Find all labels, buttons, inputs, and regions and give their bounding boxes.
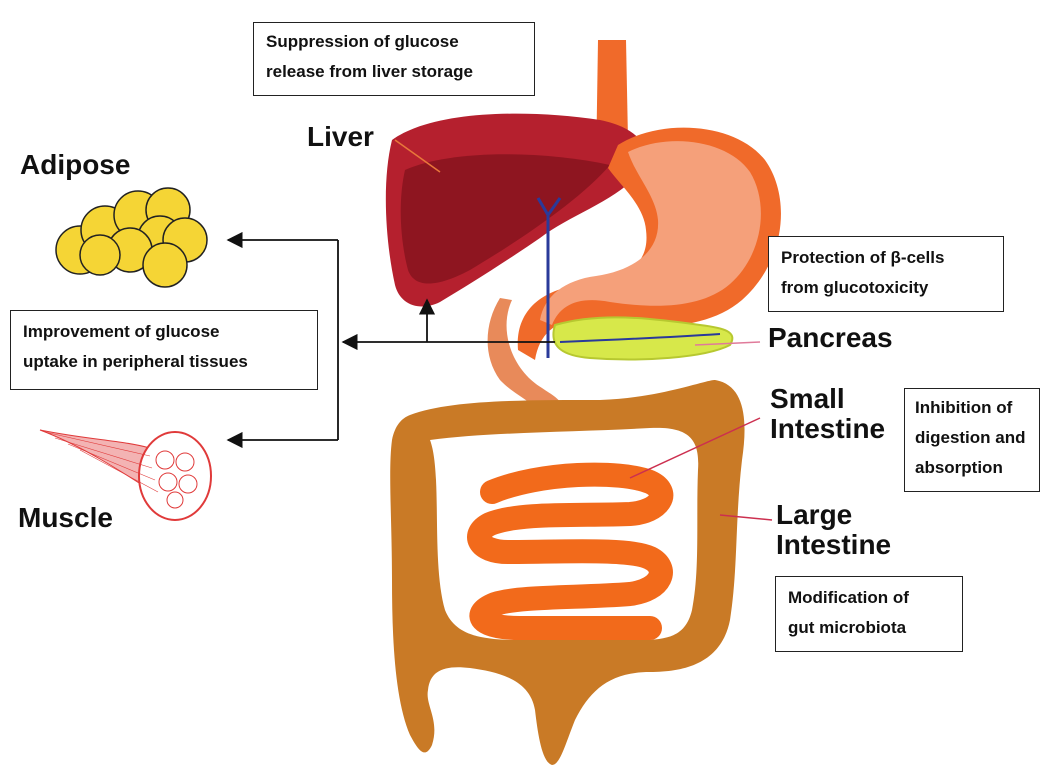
intestine-effect-line-1: Inhibition of: [915, 393, 1029, 423]
peripheral-effect-line-1: Improvement of glucose: [23, 317, 305, 347]
small-intestine-label-line-2: Intestine: [770, 414, 885, 444]
adipose-label: Adipose: [20, 150, 130, 180]
microbiota-effect-line-1: Modification of: [788, 583, 950, 613]
adipose-illustration: [56, 188, 207, 287]
pancreas-effect-box: Protection of β-cells from glucotoxicity: [768, 236, 1004, 312]
liver-effect-line-1: Suppression of glucose: [266, 27, 522, 57]
intestine-effect-box: Inhibition of digestion and absorption: [904, 388, 1040, 492]
large-intestine-illustration: [390, 380, 744, 765]
pancreas-effect-line-2: from glucotoxicity: [781, 273, 991, 303]
intestine-effect-line-2: digestion and: [915, 423, 1029, 453]
pancreas-label: Pancreas: [768, 323, 893, 353]
microbiota-effect-line-2: gut microbiota: [788, 613, 950, 643]
small-intestine-label: Small Intestine: [770, 384, 885, 444]
peripheral-effect-box: Improvement of glucose uptake in periphe…: [10, 310, 318, 390]
liver-label: Liver: [307, 122, 374, 152]
large-intestine-label-line-1: Large: [776, 500, 891, 530]
pancreas-effect-line-1: Protection of β-cells: [781, 243, 991, 273]
muscle-label: Muscle: [18, 503, 113, 533]
large-intestine-label-line-2: Intestine: [776, 530, 891, 560]
microbiota-effect-box: Modification of gut microbiota: [775, 576, 963, 652]
liver-effect-box: Suppression of glucose release from live…: [253, 22, 535, 96]
large-intestine-label: Large Intestine: [776, 500, 891, 560]
intestine-effect-line-3: absorption: [915, 453, 1029, 483]
small-intestine-label-line-1: Small: [770, 384, 885, 414]
peripheral-effect-line-2: uptake in peripheral tissues: [23, 347, 305, 377]
liver-effect-line-2: release from liver storage: [266, 57, 522, 87]
